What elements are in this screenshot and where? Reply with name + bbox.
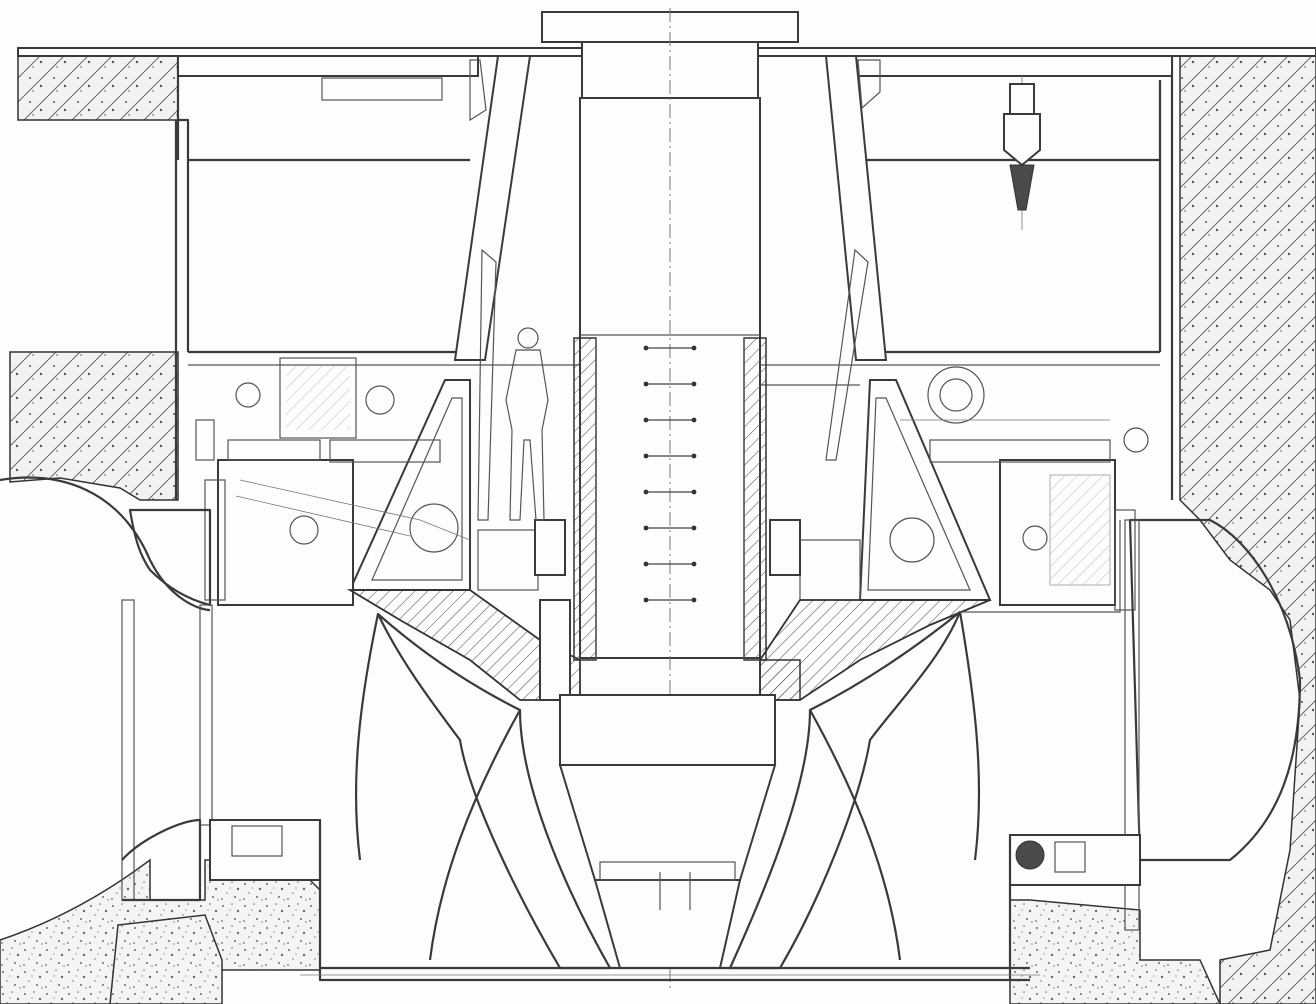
bolt-head (643, 597, 649, 603)
human-scale-figure (505, 327, 549, 521)
shaft-liner (573, 337, 767, 661)
bolt-head (643, 345, 649, 351)
bolt-head (691, 525, 697, 531)
spiral-casing-left (0, 476, 1030, 982)
spiral-casing-right (960, 518, 1302, 980)
runner-crown (558, 694, 777, 969)
liner-bolt-row (643, 381, 697, 387)
left-bearing-brace (348, 379, 566, 591)
liner-bolt-row (643, 345, 697, 351)
main-shaft (541, 8, 799, 990)
bolt-head (691, 417, 697, 423)
right-servomotor (889, 366, 1149, 611)
support-cone-right (824, 55, 888, 461)
head-cover (346, 589, 991, 701)
bolt-head (691, 381, 697, 387)
liner-bolt-row (643, 489, 697, 495)
bolt-head (691, 561, 697, 567)
concrete-left-lower (0, 858, 321, 1004)
bolt-head (643, 489, 649, 495)
concrete-right-lower (1009, 899, 1221, 1004)
bolt-head (643, 381, 649, 387)
concrete-left-upper (17, 51, 179, 121)
bolt-head (691, 597, 697, 603)
right-bearing-brace (769, 379, 992, 601)
concrete-left-middle (9, 351, 179, 501)
liner-bolt-row (643, 597, 697, 603)
bolt-head (691, 453, 697, 459)
liner-bolt-row (643, 417, 697, 423)
bolt-head (643, 417, 649, 423)
bolt-head (691, 489, 697, 495)
crane-hook (1003, 76, 1041, 230)
liner-bolt-row (643, 561, 697, 567)
liner-bolt-row (643, 453, 697, 459)
bolt-head (643, 453, 649, 459)
liner-bolt-rows (643, 345, 697, 603)
bolt-head (643, 525, 649, 531)
support-cone-left (453, 55, 532, 521)
liner-bolt-row (643, 525, 697, 531)
draft-tube-floor (300, 966, 1040, 976)
left-servomotor (195, 357, 471, 606)
concrete-right-wall (1172, 51, 1316, 1004)
bolt-head (691, 345, 697, 351)
bolt-head (643, 561, 649, 567)
